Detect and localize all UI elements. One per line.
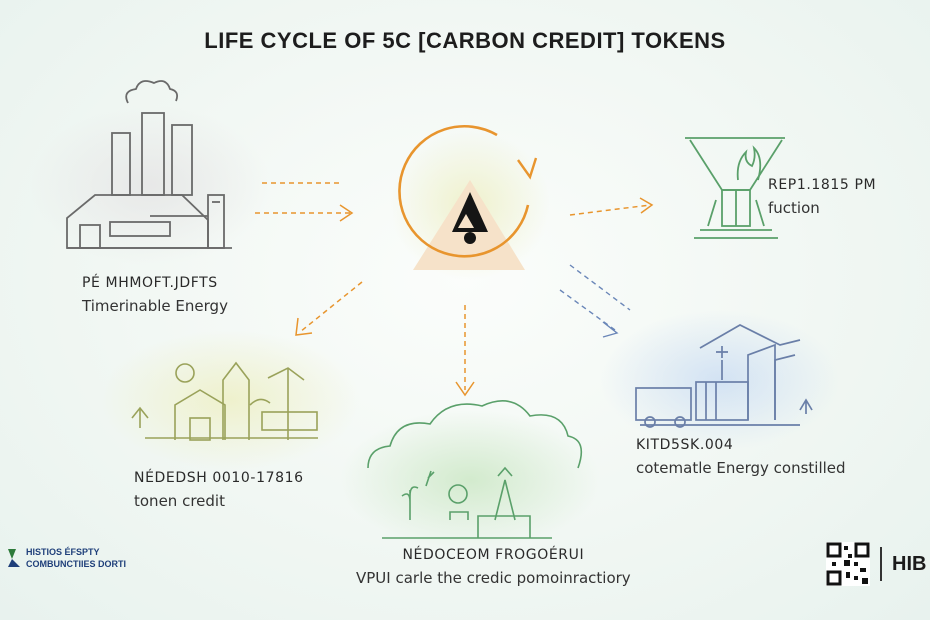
funnel-icon (685, 137, 785, 239)
trucks-caption: cotematle Energy constilled (636, 459, 846, 477)
organization-mark-icon (8, 549, 20, 567)
brand-separator (880, 547, 882, 581)
organization-name-line1: HISTIOS ÉFSPTY (26, 547, 100, 557)
factory-icon (66, 80, 232, 249)
park-code: NÉDOCEOM FROGOÉRUI (402, 547, 585, 563)
organization-name-line2: COMBUNCTIIES DORTI (26, 559, 126, 569)
arrow-token-to-town (295, 281, 363, 336)
town-glow (100, 330, 360, 470)
arrow-token-to-trucks (559, 264, 631, 338)
trucks-code: KITD5SK.004 (636, 437, 734, 453)
arrow-token-to-park (455, 305, 475, 397)
brand-name: HIB (892, 552, 927, 575)
brand-block: HIB (826, 542, 926, 586)
trucks-glow (600, 310, 840, 450)
funnel-code: REP1.1815 PM (768, 177, 877, 193)
town-icon (131, 361, 318, 441)
qr-code-icon (826, 542, 870, 586)
funnel-label: REP1.1815 PM fuction (768, 177, 876, 217)
diagram-title: LIFE CYCLE OF 5C [CARBON CREDIT] TOKENS (204, 28, 726, 53)
park-caption: VPUI carle the credic pomoinractiory (356, 569, 631, 587)
town-code: NÉDEDSH 0010-17816 (134, 470, 304, 486)
factory-caption: Timerinable Energy (82, 297, 228, 315)
factory-label: PÉ MHMOFT.JDFTS Timerinable Energy (82, 275, 228, 315)
arrow-token-to-funnel (569, 197, 654, 216)
park-label: NÉDOCEOM FROGOÉRUI VPUI carle the credic… (356, 547, 631, 587)
town-label: NÉDEDSH 0010-17816 tonen credit (134, 470, 304, 510)
arrow-factory-to-token (255, 182, 354, 222)
factory-glow (30, 105, 270, 265)
park-icon (367, 400, 583, 539)
town-caption: tonen credit (134, 492, 225, 510)
park-glow (340, 410, 600, 550)
trucks-label: KITD5SK.004 cotematle Energy constilled (636, 437, 846, 477)
organization-logo: HISTIOS ÉFSPTY COMBUNCTIIES DORTI (6, 546, 126, 570)
carbon-token-icon (398, 124, 538, 270)
trucks-icon (635, 324, 813, 428)
funnel-caption: fuction (768, 199, 820, 217)
factory-code: PÉ MHMOFT.JDFTS (82, 275, 218, 291)
